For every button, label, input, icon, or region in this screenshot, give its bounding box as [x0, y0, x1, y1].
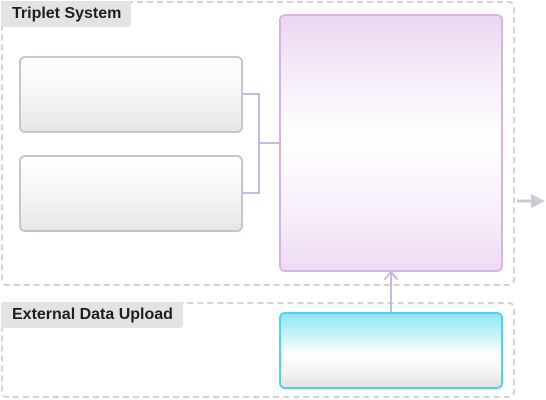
external-data-upload-title: External Data Upload [1, 302, 183, 328]
input-node-1[interactable] [19, 56, 243, 133]
right-arrow-icon [517, 194, 545, 208]
data-upload-node[interactable] [279, 312, 503, 389]
triplet-system-group [1, 1, 515, 286]
input-node-2[interactable] [19, 155, 243, 232]
merge-connector [243, 93, 279, 194]
external-data-upload-group [1, 302, 515, 398]
triplet-system-title: Triplet System [1, 1, 132, 27]
up-arrow-icon [384, 271, 398, 312]
